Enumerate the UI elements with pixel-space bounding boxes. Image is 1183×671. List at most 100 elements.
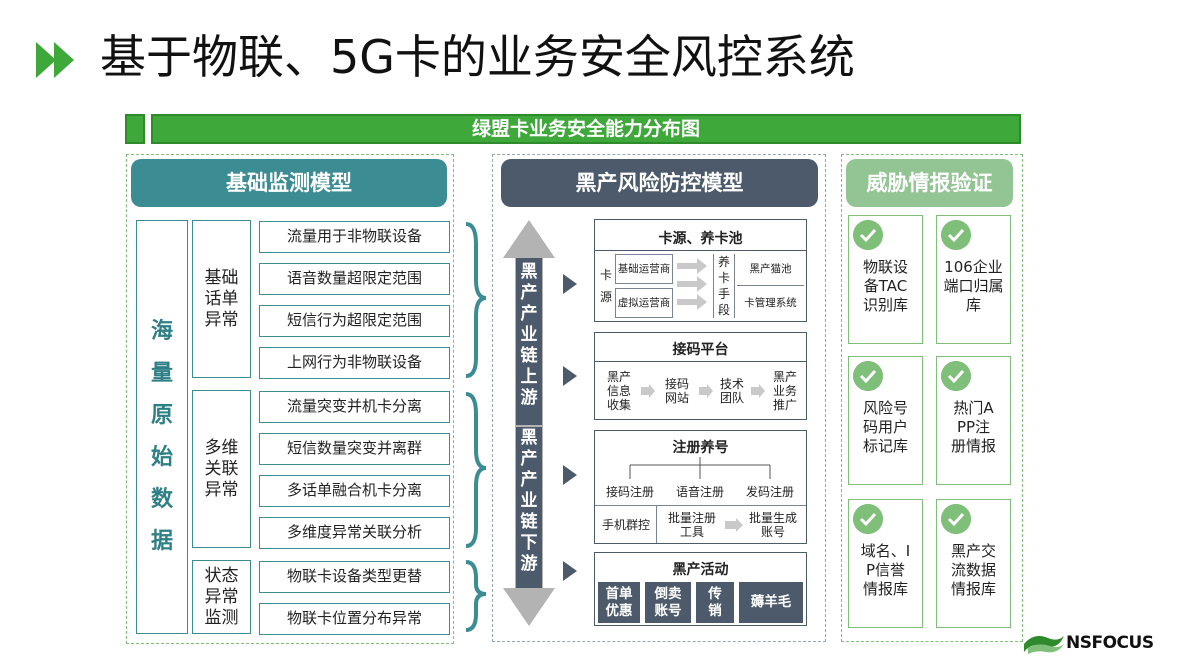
register-branch: 语音注册 [675, 485, 724, 499]
divider [595, 505, 806, 506]
check-icon [941, 220, 971, 250]
activity-item: 传销 [696, 582, 734, 623]
register-flow: 批量生成账号 [743, 509, 803, 541]
raw-data-label: 海量原始数据 [136, 220, 188, 634]
target-item: 黑产猫池 [749, 263, 792, 275]
box-title: 注册养号 [672, 440, 729, 456]
divider [595, 250, 806, 251]
activity-item: 首单优惠 [598, 582, 640, 623]
intel-card: 风险号码用户标记库 [848, 356, 923, 485]
intel-card-text: 风险号码用户标记库 [849, 399, 922, 456]
activity-item: 倒卖账号 [645, 582, 691, 623]
raw-data-text: 海量原始数据 [150, 319, 173, 554]
check-icon [853, 220, 883, 250]
intel-card-text: 域名、IP信誉情报库 [849, 542, 922, 599]
box-title: 黑产活动 [672, 562, 729, 578]
intel-card-label: 黑产交流数据情报库 [950, 542, 996, 598]
col3-frame [841, 154, 1023, 642]
flow-arrows-icon [677, 258, 707, 310]
industry-chain-arrow [503, 220, 555, 626]
check-icon [853, 504, 883, 534]
intel-card-text: 黑产交流数据情报库 [937, 542, 1010, 599]
intel-card-text: 106企业端口归属库 [937, 258, 1010, 315]
platform-step: 黑产业务推广 [766, 367, 804, 415]
intel-card: 物联设备TAC识别库 [848, 215, 923, 344]
group-label: 状态异常监测 [204, 565, 239, 628]
source-item: 基础运营商 [615, 254, 673, 284]
pointer-arrow-icon [563, 561, 577, 581]
col3-header: 威胁情报验证 [846, 159, 1013, 207]
pointer-arrow-icon [563, 465, 577, 485]
check-icon [853, 361, 883, 391]
register-branch: 发码注册 [745, 485, 794, 499]
register-flow: 批量注册工具 [661, 509, 723, 541]
group-label: 基础话单异常 [204, 267, 239, 330]
platform-step-text: 黑产信息收集 [606, 370, 631, 412]
intel-card-label: 热门APP注册情报 [950, 399, 996, 455]
intel-card-label: 域名、IP信誉情报库 [860, 542, 911, 598]
intel-card: 域名、IP信誉情报库 [848, 499, 923, 628]
intel-card-label: 物联设备TAC识别库 [862, 258, 908, 314]
divider [656, 505, 657, 543]
nsfocus-logo-icon [1024, 636, 1064, 654]
upstream-text: 黑产产业链上游 [520, 262, 538, 408]
monitor-item: 多话单融合机卡分离 [259, 475, 450, 507]
monitor-item: 上网行为非物联设备 [259, 347, 450, 379]
check-icon [941, 504, 971, 534]
banner-title: 绿盟卡业务安全能力分布图 [151, 114, 1021, 144]
brace-connectors [465, 222, 487, 632]
source-item: 虚拟运营商 [615, 288, 673, 318]
monitor-item: 物联卡位置分布异常 [259, 603, 450, 635]
pointer-arrow-icon [563, 366, 577, 386]
activity-item: 薅羊毛 [739, 582, 803, 623]
register-flow: 手机群控 [601, 518, 650, 532]
monitor-item: 短信数量突变并离群 [259, 433, 450, 465]
intel-card-label: 风险号码用户标记库 [862, 399, 908, 455]
intel-card: 黑产交流数据情报库 [936, 499, 1011, 628]
downstream-label: 黑产产业链下游 [514, 428, 544, 575]
activity-item-text: 传销 [708, 585, 722, 619]
intel-card-label: 106企业端口归属库 [943, 258, 1004, 314]
divider [737, 285, 804, 286]
group-status: 状态异常监测 [192, 560, 251, 634]
monitor-item: 流量用于非物联设备 [259, 221, 450, 253]
card-raising-text: 养卡手段 [717, 255, 730, 317]
monitor-item: 语音数量超限定范围 [259, 263, 450, 295]
intel-card-text: 物联设备TAC识别库 [849, 258, 922, 315]
register-branch: 接码注册 [605, 485, 654, 499]
title-chevron-icon [36, 42, 56, 78]
platform-step: 黑产信息收集 [598, 367, 640, 415]
page-title: 基于物联、5G卡的业务安全风控系统 [100, 30, 855, 84]
banner-accent [125, 114, 145, 144]
arrow-right-icon [699, 384, 713, 398]
box-title: 接码平台 [672, 342, 729, 358]
pointer-arrow-icon [563, 274, 577, 294]
monitor-item: 短信行为超限定范围 [259, 305, 450, 337]
branch-lines [629, 457, 771, 479]
activity-item-text: 倒卖账号 [654, 585, 682, 619]
divider [595, 361, 806, 362]
box-title: 卡源、养卡池 [658, 231, 743, 247]
downstream-text: 黑产产业链下游 [520, 428, 538, 574]
col1-header: 基础监测模型 [131, 159, 447, 207]
card-pool-box: 卡源、养卡池 卡源 基础运营商 虚拟运营商 养卡手段 黑产猫池 卡管理系统 [594, 219, 807, 322]
target-item: 卡管理系统 [744, 297, 797, 309]
platform-step: 技术团队 [714, 367, 750, 415]
monitor-item: 多维度异常关联分析 [259, 517, 450, 549]
arrow-right-icon [725, 518, 743, 532]
col1-frame [126, 154, 454, 644]
nsfocus-logo-text: NSFOCUS [1066, 633, 1154, 653]
group-label: 多维关联异常 [204, 437, 239, 500]
group-basic: 基础话单异常 [192, 220, 251, 378]
monitor-item: 物联卡设备类型更替 [259, 561, 450, 593]
platform-step-text: 技术团队 [719, 377, 744, 405]
upstream-label: 黑产产业链上游 [514, 262, 544, 409]
intel-card: 106企业端口归属库 [936, 215, 1011, 344]
register-flow-text: 批量注册工具 [667, 511, 716, 539]
arrow-right-icon [641, 384, 655, 398]
register-flow-text: 批量生成账号 [748, 511, 797, 539]
card-raising-label: 养卡手段 [713, 254, 735, 318]
card-source-label: 卡源 [597, 254, 615, 318]
platform-step-text: 接码网站 [664, 377, 689, 405]
title-chevron-icon [54, 42, 74, 78]
